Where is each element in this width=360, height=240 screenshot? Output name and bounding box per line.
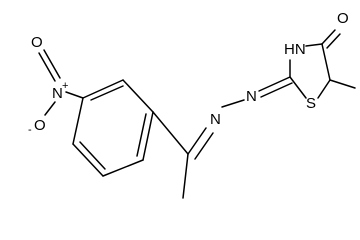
atom-o-nitro-top: O: [31, 34, 43, 51]
nitro-o-charge: -: [28, 124, 32, 136]
bond-ring-5: [72, 143, 104, 177]
bond-ring-6: [72, 97, 84, 145]
bond-n-o-single: [44, 101, 56, 116]
bond-ring-1: [82, 79, 124, 99]
bond-n-o-double-b: [38, 52, 56, 82]
atom-n-hydrazone-2: N: [246, 88, 257, 105]
bond-n-ring: [65, 91, 84, 99]
bond-s-c2: [289, 76, 307, 99]
bond-c-n-double-a: [187, 127, 207, 155]
bond-nh-c4: [305, 43, 323, 47]
bond-c5-methyl: [329, 79, 356, 89]
bond-c-n-double-b: [194, 132, 214, 160]
bond-ring-5-inner: [79, 141, 106, 170]
bond-n-n: [221, 99, 245, 108]
atom-o-carbonyl: O: [337, 10, 349, 27]
nitro-n-charge: +: [62, 80, 68, 92]
atom-s-ring: S: [306, 95, 316, 112]
bond-c4-o-double-b: [326, 33, 341, 49]
bond-n-o-double-a: [43, 49, 61, 79]
atom-labels: O N + O - N N HN S O: [28, 10, 349, 136]
bond-c4-o-double-a: [321, 29, 336, 45]
bond-c4-c5: [321, 43, 331, 81]
bonds: [38, 29, 356, 199]
bond-ring-1-inner: [90, 85, 124, 101]
molecule-structure: O N + O - N N HN S O: [28, 10, 356, 199]
bond-ring-3: [142, 111, 154, 161]
bond-ring-imine-carbon: [152, 111, 189, 155]
atom-n-nitro: N: [52, 85, 63, 102]
bond-n-c2-double-b: [260, 82, 293, 98]
bond-ring-4: [102, 159, 144, 177]
atom-o-nitro-minus: O: [34, 117, 46, 134]
bond-n-c2-double-a: [258, 76, 291, 92]
bond-ring-3-inner: [136, 113, 147, 157]
bond-c5-s: [317, 79, 331, 99]
bond-ring-2: [122, 79, 154, 113]
bond-imine-carbon-methyl: [182, 153, 189, 199]
atom-hn-ring: HN: [284, 41, 306, 58]
atom-n-hydrazone-1: N: [210, 111, 221, 128]
